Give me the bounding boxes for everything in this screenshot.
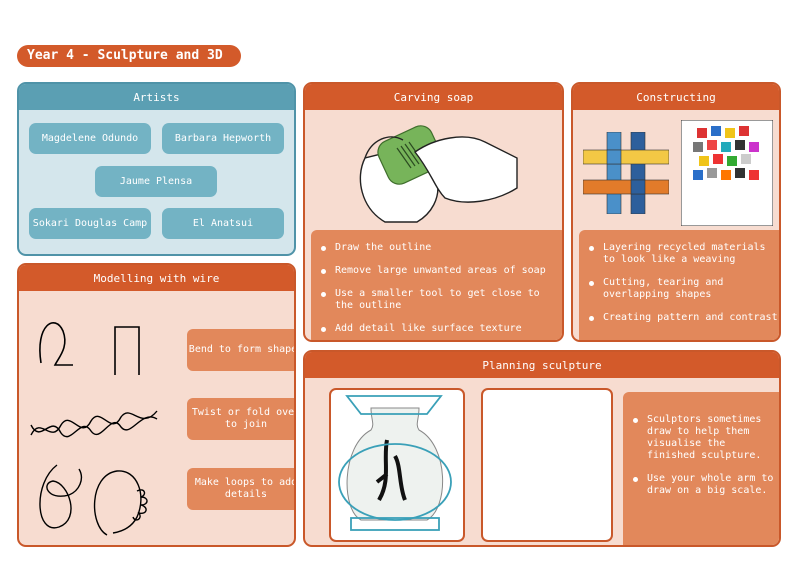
wire-drawings xyxy=(30,322,158,536)
page-title: Year 4 - Sculpture and 3D xyxy=(17,45,241,67)
constructing-panel: Constructing Layering recycled materials… xyxy=(571,82,781,342)
woven-strips-image xyxy=(583,132,669,214)
carving-step: Use a smaller tool to get close to the o… xyxy=(315,288,561,312)
collage-squares-image xyxy=(681,120,773,226)
carving-panel: Carving soap Draw the outline Remove lar… xyxy=(303,82,564,342)
constructing-heading: Constructing xyxy=(573,84,779,110)
wire-panel: Modelling with wire Bend to form shapes … xyxy=(17,263,296,547)
wire-heading: Modelling with wire xyxy=(19,265,294,291)
artist-hepworth: Barbara Hepworth xyxy=(162,123,284,154)
wire-label-twist: Twist or fold over to join xyxy=(187,398,294,440)
constructing-steps: Layering recycled materials to look like… xyxy=(579,230,779,340)
artists-heading: Artists xyxy=(19,84,294,110)
artist-douglas-camp: Sokari Douglas Camp xyxy=(29,208,151,239)
bent-wire-image xyxy=(39,322,140,375)
planning-heading: Planning sculpture xyxy=(305,352,779,378)
drawing-frame xyxy=(481,388,613,542)
constructing-step: Creating pattern and contrast xyxy=(583,312,779,324)
wire-label-loops: Make loops to add details xyxy=(187,468,294,510)
carving-step: Draw the outline xyxy=(315,242,561,254)
artist-odundo: Magdelene Odundo xyxy=(29,123,151,154)
constructing-step: Layering recycled materials to look like… xyxy=(583,242,779,266)
constructing-step: Cutting, tearing and overlapping shapes xyxy=(583,277,779,301)
planning-step: Sculptors sometimes draw to help them vi… xyxy=(627,414,777,462)
planning-steps: Sculptors sometimes draw to help them vi… xyxy=(623,392,779,545)
vase-sketch-image xyxy=(329,388,465,542)
carving-step: Add detail like surface texture xyxy=(315,323,561,335)
artist-anatsui: El Anatsui xyxy=(162,208,284,239)
wire-label-bend: Bend to form shapes xyxy=(187,329,294,371)
artist-plensa: Jaume Plensa xyxy=(95,166,217,197)
planning-panel: Planning sculpture Sculptors sometimes d… xyxy=(303,350,781,547)
artists-panel: Artists Magdelene Odundo Barbara Hepwort… xyxy=(17,82,296,256)
carving-steps: Draw the outline Remove large unwanted a… xyxy=(311,230,562,340)
hands-carving-soap-image xyxy=(359,125,518,223)
carving-heading: Carving soap xyxy=(305,84,562,110)
carving-step: Remove large unwanted areas of soap xyxy=(315,265,561,277)
planning-step: Use your whole arm to draw on a big scal… xyxy=(627,473,777,497)
wire-loops-image xyxy=(39,464,148,536)
twisted-wire-image xyxy=(30,410,158,438)
